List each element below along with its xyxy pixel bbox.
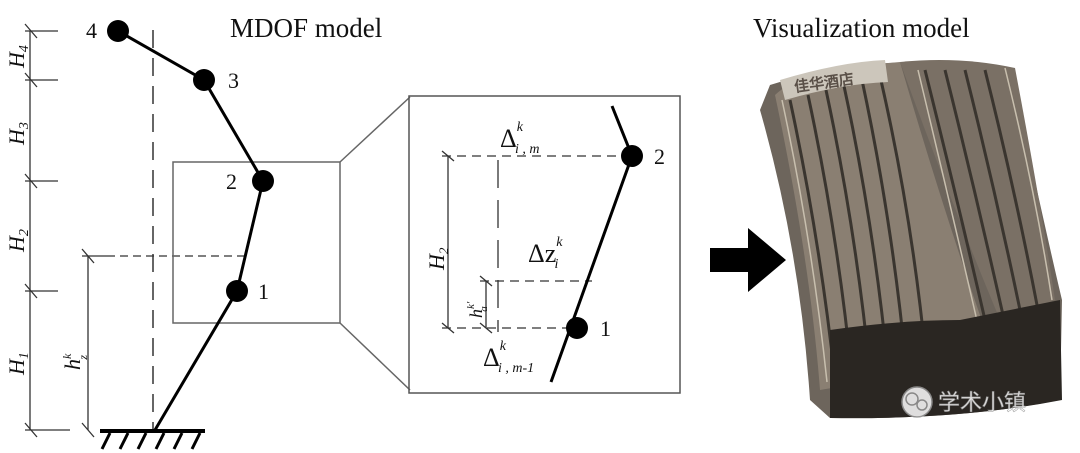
node-label-2: 2	[226, 169, 237, 194]
visualization-title: Visualization model	[753, 13, 970, 43]
mdof-title: MDOF model	[230, 13, 382, 43]
zoom-box	[172, 161, 341, 324]
inset-label-h2: H2	[424, 247, 451, 271]
label-h4: H4	[4, 45, 32, 69]
watermark: 学术小镇	[901, 386, 1026, 418]
fixed-support-icon	[100, 429, 205, 450]
node-label-1: 1	[258, 279, 269, 304]
zoom-connector-top	[339, 96, 411, 163]
hz-dimension	[81, 248, 115, 438]
label-h2: H2	[4, 229, 32, 253]
label-h3: H3	[4, 122, 32, 146]
node-4	[107, 20, 129, 42]
building-3d-model: 佳华酒店	[760, 60, 1062, 419]
node-2	[252, 170, 274, 192]
watermark-text: 学术小镇	[938, 391, 1026, 416]
zoom-connector-bottom	[339, 322, 411, 391]
storey-dimension-line	[24, 23, 70, 438]
inset-node-label-2: 2	[654, 144, 665, 169]
inset-node-label-1: 1	[600, 316, 611, 341]
node-3	[193, 69, 215, 91]
inset-dashed-lines	[442, 155, 625, 332]
node-label-3: 3	[228, 68, 239, 93]
inset-node-2	[621, 145, 643, 167]
mdof-deformed-line	[117, 29, 265, 431]
inset-box	[408, 95, 681, 394]
inset-node-1	[566, 317, 588, 339]
node-1	[226, 280, 248, 302]
inset-deformed-line	[549, 105, 634, 383]
arrow-right-icon	[710, 228, 786, 292]
node-label-4: 4	[86, 18, 97, 43]
label-h1: H1	[4, 352, 32, 376]
inset-label-ha: hk'a	[465, 301, 490, 318]
